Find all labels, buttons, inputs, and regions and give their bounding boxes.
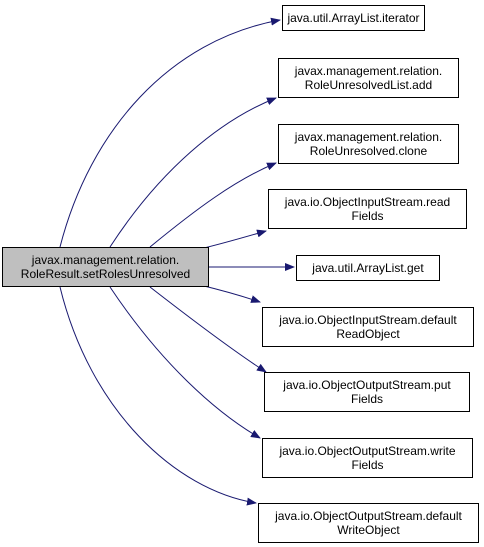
- node-label-line1: javax.management.relation.: [294, 130, 443, 144]
- node-label-line1: javax.management.relation.: [294, 64, 443, 78]
- node-objectinputstream-readfields[interactable]: java.io.ObjectInputStream.read Fields: [268, 189, 467, 229]
- node-label-line2: Fields: [351, 458, 384, 472]
- source-node-setrolesunresolved: javax.management.relation. RoleResult.se…: [2, 247, 209, 287]
- node-label-line1: java.io.ObjectInputStream.read: [284, 195, 451, 209]
- source-node-line2: RoleResult.setRolesUnresolved: [20, 267, 191, 281]
- node-label-line2: ReadObject: [336, 327, 400, 341]
- edge-to-roleunresolved-clone: [149, 162, 277, 248]
- node-label-line1: java.io.ObjectOutputStream.write: [279, 444, 456, 458]
- node-label-line2: WriteObject: [337, 523, 400, 537]
- node-label: java.util.ArrayList.iterator: [287, 11, 420, 25]
- node-label-line1: java.io.ObjectOutputStream.put: [283, 378, 451, 392]
- node-label-line2: RoleUnresolvedList.add: [304, 78, 433, 92]
- node-arraylist-iterator[interactable]: java.util.ArrayList.iterator: [282, 5, 425, 31]
- node-objectoutputstream-putfields[interactable]: java.io.ObjectOutputStream.put Fields: [264, 372, 470, 412]
- node-label-line2: RoleUnresolved.clone: [309, 144, 428, 158]
- edge-to-objectinputstream-defaultreadobject: [199, 284, 261, 303]
- node-label-line2: Fields: [350, 392, 383, 406]
- edge-to-objectoutputstream-putfields: [149, 286, 267, 373]
- node-roleunresolved-clone[interactable]: javax.management.relation. RoleUnresolve…: [278, 124, 459, 164]
- node-label-line2: Fields: [351, 209, 384, 223]
- node-label: java.util.ArrayList.get: [312, 261, 424, 275]
- node-objectoutputstream-defaultwriteobject[interactable]: java.io.ObjectOutputStream.default Write…: [258, 503, 479, 543]
- node-label-line1: java.io.ObjectInputStream.default: [279, 313, 457, 327]
- edge-to-roleunresolvedlist-add: [109, 97, 277, 248]
- source-node-line1: javax.management.relation.: [31, 253, 180, 267]
- node-roleunresolvedlist-add[interactable]: javax.management.relation. RoleUnresolve…: [278, 58, 459, 98]
- node-objectinputstream-defaultreadobject[interactable]: java.io.ObjectInputStream.default ReadOb…: [262, 307, 474, 347]
- edge-to-arraylist-iterator: [59, 17, 281, 248]
- node-arraylist-get[interactable]: java.util.ArrayList.get: [296, 255, 440, 281]
- edge-to-objectoutputstream-defaultwriteobject: [59, 286, 257, 506]
- edge-to-objectinputstream-readfields: [199, 229, 267, 250]
- edge-to-objectoutputstream-writefields: [109, 286, 261, 439]
- node-label-line1: java.io.ObjectOutputStream.default: [275, 509, 462, 523]
- node-objectoutputstream-writefields[interactable]: java.io.ObjectOutputStream.write Fields: [262, 438, 473, 478]
